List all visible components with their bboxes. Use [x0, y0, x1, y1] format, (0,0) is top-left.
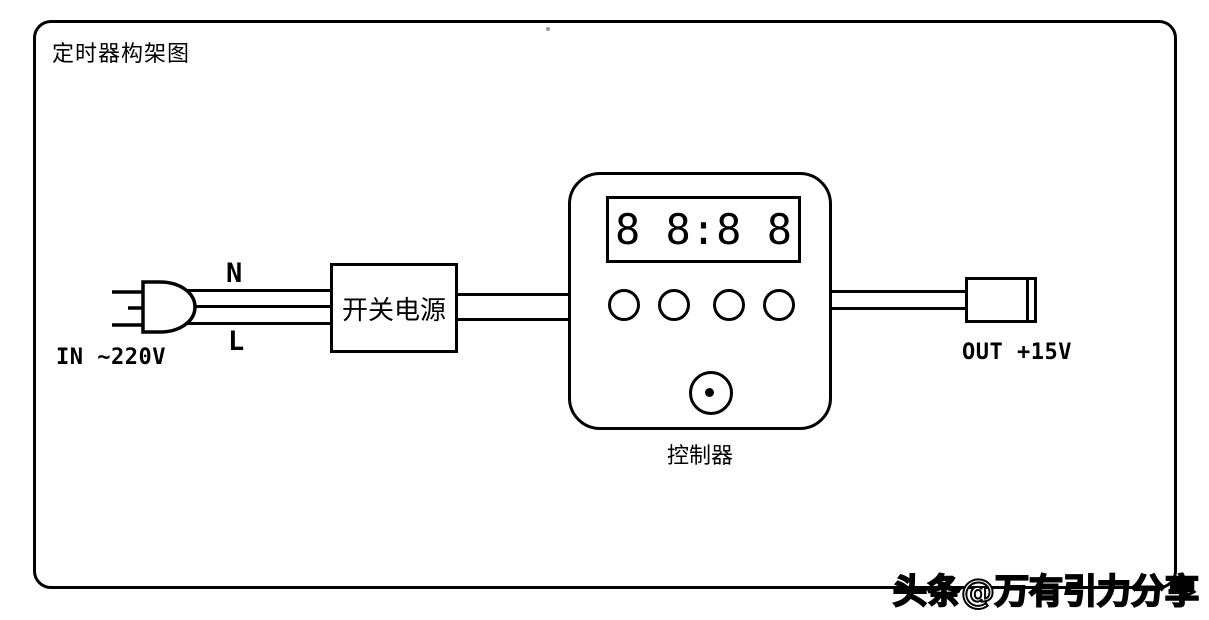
switching-power-supply-label: 开关电源 — [341, 295, 446, 326]
digital-display: 8 8:8 8 — [606, 196, 801, 263]
wire-l — [180, 322, 332, 325]
dc-connector-icon — [965, 277, 1037, 323]
controller-button-2 — [658, 289, 690, 321]
stray-dot — [546, 27, 550, 31]
wire-n — [180, 289, 332, 292]
output-voltage-label: OUT +15V — [962, 340, 1072, 365]
dc-connector-rib — [1026, 280, 1029, 320]
diagram-title: 定时器构架图 — [52, 42, 191, 67]
wire-psu-to-controller-bottom — [456, 318, 570, 321]
power-jack-pin — [705, 388, 714, 397]
controller-box: 8 8:8 8 — [568, 172, 832, 430]
switching-power-supply-box: 开关电源 — [330, 263, 458, 353]
wire-controller-to-output-bottom — [830, 307, 967, 310]
controller-button-1 — [608, 289, 640, 321]
wire-controller-to-output-top — [830, 290, 967, 293]
controller-label: 控制器 — [666, 444, 733, 469]
wire-label-n: N — [226, 258, 243, 289]
wire-label-l: L — [228, 326, 245, 357]
power-jack-icon — [689, 371, 733, 415]
display-digits: 8 8:8 8 — [614, 205, 792, 254]
controller-button-3 — [713, 289, 745, 321]
wire-middle — [188, 305, 332, 308]
controller-button-4 — [763, 289, 795, 321]
wire-psu-to-controller-top — [456, 293, 570, 296]
power-plug-icon — [112, 280, 197, 334]
input-voltage-label: IN ~220V — [56, 345, 166, 370]
watermark: 头条@万有引力分享 — [892, 571, 1200, 613]
